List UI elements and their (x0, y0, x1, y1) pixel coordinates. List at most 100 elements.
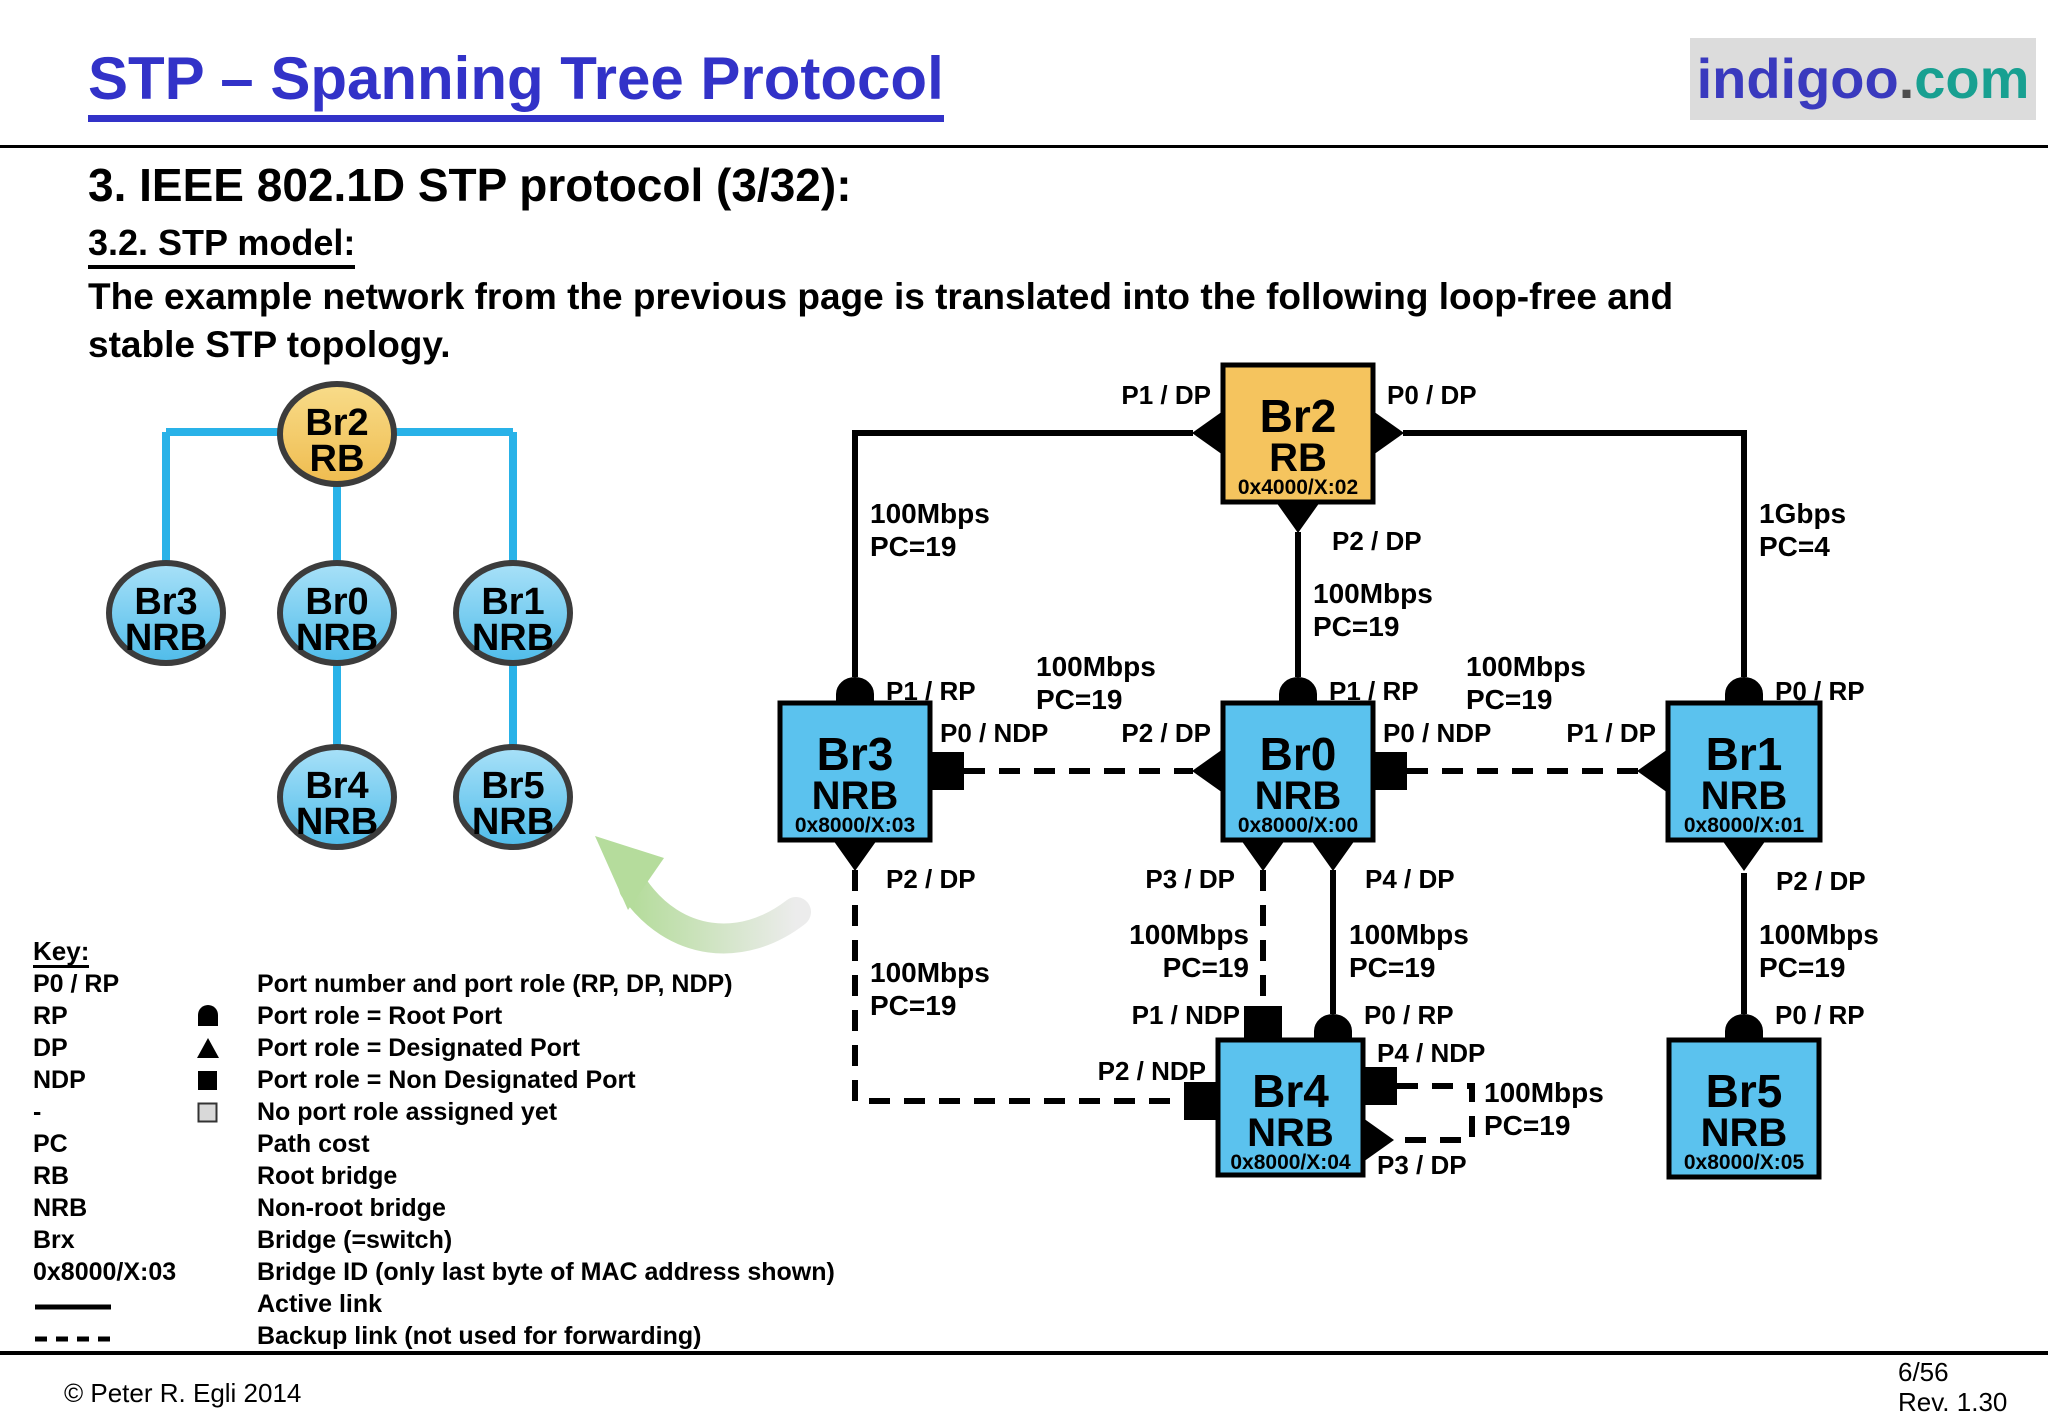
port-label: P0 / RP (1364, 1000, 1454, 1030)
key-row-4: -No port role assigned yet (33, 1096, 835, 1128)
port-label: P2 / DP (1332, 526, 1422, 556)
key-label: RB (33, 1162, 70, 1190)
port-label: P3 / DP (1145, 864, 1235, 894)
link-label: 100Mbps (1129, 919, 1249, 950)
port-label: P4 / DP (1365, 864, 1455, 894)
link-line (1403, 430, 1747, 677)
bridge-role: NRB (812, 774, 899, 818)
link-label: PC=19 (1036, 684, 1122, 715)
bridge-id: 0x8000/X:01 (1684, 814, 1805, 837)
bridge-name: Br2 (1260, 390, 1337, 442)
page-number: 6/56 (1898, 1357, 1949, 1387)
root-port-icon (1314, 1014, 1352, 1040)
key-title: Key: (33, 936, 90, 968)
bridge-name: Br1 (1706, 728, 1783, 780)
link-label: 100Mbps (1036, 651, 1156, 682)
no-port-role-icon (197, 1102, 218, 1123)
non-designated-port-icon (1244, 1006, 1282, 1040)
port-label: P1 / RP (1329, 676, 1419, 706)
page-title: STP – Spanning Tree Protocol (88, 44, 944, 122)
link-label: PC=19 (1163, 952, 1249, 983)
key-label (33, 1320, 195, 1352)
backup-link-swatch (35, 1336, 111, 1342)
link-label: 100Mbps (1466, 651, 1586, 682)
port-label: P0 / NDP (1383, 718, 1491, 748)
section-heading: 3. IEEE 802.1D STP protocol (3/32): (88, 159, 852, 211)
footer-divider (0, 1351, 2048, 1355)
tree-node-role: RB (310, 438, 365, 480)
designated-port-icon (1241, 840, 1285, 871)
header-divider (0, 145, 2048, 148)
link-label: PC=19 (1484, 1110, 1570, 1141)
key-label: NRB (33, 1194, 88, 1222)
key-label: RP (33, 1002, 68, 1030)
designated-port-icon (1311, 840, 1355, 871)
bridge-role: NRB (1255, 774, 1342, 818)
bridge-ellipse (277, 744, 397, 850)
key-row-10: Active link (33, 1288, 835, 1320)
port-label: P1 / DP (1566, 718, 1656, 748)
key-label: - (33, 1098, 42, 1126)
bridge-ellipse (106, 560, 226, 666)
active-link-swatch (35, 1304, 111, 1310)
key-description: Backup link (not used for forwarding) (257, 1322, 702, 1350)
key-label (33, 1288, 195, 1320)
tree-node-role: NRB (296, 617, 378, 659)
designated-port-icon (1637, 749, 1668, 793)
designated-port-icon (197, 1038, 219, 1058)
copyright: © Peter R. Egli 2014 (64, 1378, 302, 1408)
body-line-1: The example network from the previous pa… (88, 276, 1674, 317)
tree-node-role: NRB (125, 617, 207, 659)
tree-node-role: NRB (472, 617, 554, 659)
bridge-box (1666, 1037, 1822, 1180)
link-line (852, 430, 1193, 677)
root-bridge-box (1220, 362, 1376, 505)
non-designated-port-icon (1184, 1082, 1218, 1120)
tree-node-name: Br4 (305, 765, 368, 807)
logo-tld: com (1914, 47, 2030, 110)
bridge-ellipse (277, 560, 397, 666)
key-label: 0x8000/X:03 (33, 1258, 177, 1286)
key-icon-cell (195, 1067, 257, 1093)
port-label: P2 / DP (886, 864, 976, 894)
port-label: P0 / DP (1387, 380, 1477, 410)
designated-port-icon (1363, 1118, 1394, 1162)
port-label: P2 / DP (1776, 866, 1866, 896)
key-row-11: Backup link (not used for forwarding) (33, 1320, 835, 1352)
key-icon-cell (195, 1099, 257, 1125)
link-label: PC=19 (1466, 684, 1552, 715)
revision: Rev. 1.30 (1898, 1387, 2008, 1417)
root-port-icon (1725, 1014, 1763, 1040)
section-subheading: 3.2. STP model: (88, 222, 356, 269)
port-label: P4 / NDP (1377, 1038, 1485, 1068)
arrow-band (619, 873, 811, 954)
link-label: PC=19 (1313, 611, 1399, 642)
key-label: NDP (33, 1066, 86, 1094)
link-line (1397, 1083, 1475, 1143)
bridge-id: 0x8000/X:03 (795, 814, 915, 837)
body-line-2: stable STP topology. (88, 324, 451, 365)
tree-node-role: NRB (472, 801, 554, 843)
port-label: P3 / DP (1377, 1150, 1467, 1180)
port-label: P0 / NDP (940, 718, 1048, 748)
link-label: PC=19 (870, 990, 956, 1021)
